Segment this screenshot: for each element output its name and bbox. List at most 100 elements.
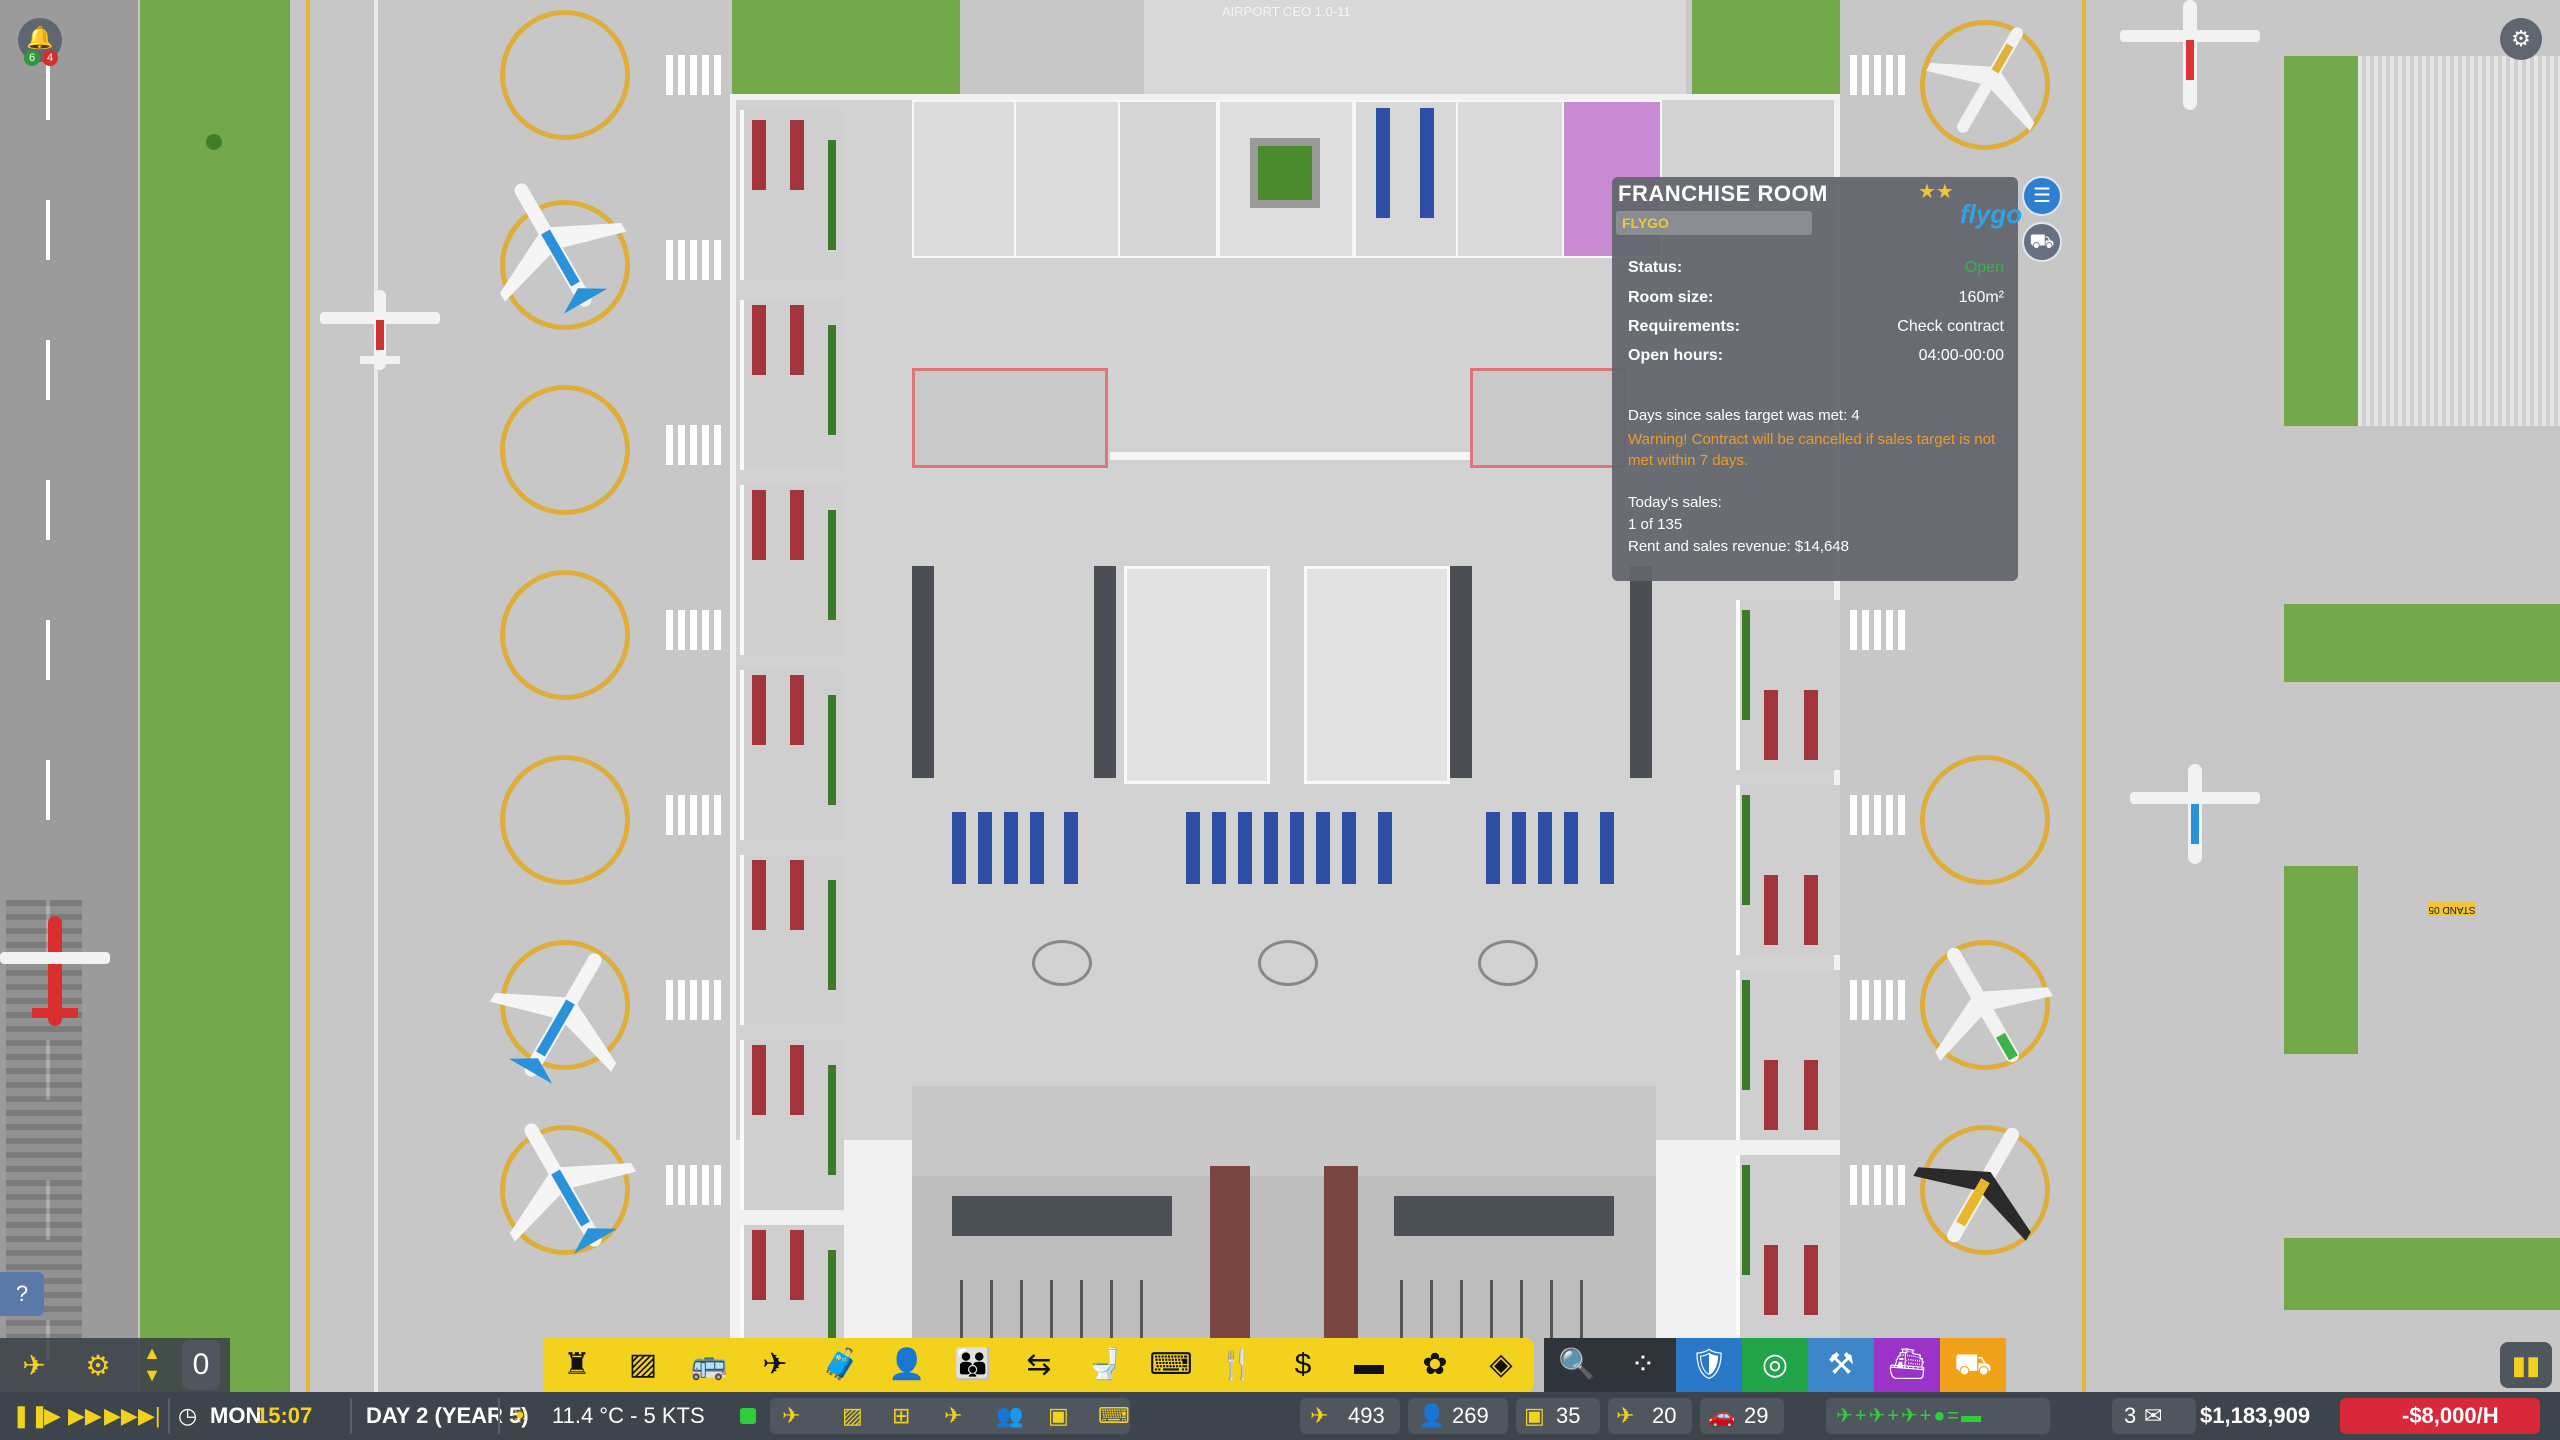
flight-icon: ✈ <box>782 1403 801 1428</box>
fountain-planter <box>1250 138 1320 208</box>
toolbar-button-maintenance[interactable]: ⚒ <box>1808 1338 1874 1392</box>
quick-people-button[interactable]: 👥 <box>996 1392 1023 1440</box>
seating <box>752 675 766 745</box>
bench <box>1004 812 1018 884</box>
status-label: Status: <box>1628 259 1683 276</box>
statistics-button[interactable]: ▮▮ <box>2500 1342 2552 1388</box>
toolbar-button-radar[interactable]: ◎ <box>1742 1338 1808 1392</box>
toolbar-button-food[interactable]: 🍴 <box>1204 1338 1270 1392</box>
aircraft-black-yellow-jet[interactable] <box>1894 1096 2072 1274</box>
runway-skid-marks <box>6 900 82 1340</box>
gear-icon: ⚙ <box>2511 26 2531 51</box>
quick-grid-button[interactable]: ⊞ <box>892 1392 910 1440</box>
quick-flight-button[interactable]: ✈ <box>782 1392 800 1440</box>
toolbar-button-cart[interactable]: ⛴ <box>1874 1338 1940 1392</box>
skip-button[interactable]: ▶| <box>138 1392 161 1440</box>
settings-button[interactable]: ⚙ <box>2500 18 2542 60</box>
toolbar-button-benches[interactable]: ▬ <box>1336 1338 1402 1392</box>
aircraft-small-prop[interactable] <box>320 290 440 370</box>
toolbar-button-structures[interactable]: ♜ <box>544 1338 610 1392</box>
toolbar-button-search[interactable]: 🔍 <box>1544 1338 1610 1392</box>
panel-bulldoze-button[interactable]: ⛟ <box>2022 222 2062 262</box>
layer-stepper[interactable]: ▲ ▼ <box>136 1342 168 1388</box>
planter-wall <box>828 510 836 620</box>
bench <box>1030 812 1044 884</box>
plant-icon: ✿ <box>1422 1348 1448 1381</box>
speed-2-button[interactable]: ▶▶ <box>68 1392 102 1440</box>
document-icon: ☰ <box>2033 185 2051 207</box>
days-since-target: Days since sales target was met: 4 <box>1628 407 1860 424</box>
planter-wall <box>1742 1165 1750 1275</box>
stand-marking <box>500 755 630 885</box>
toolbar-button-checkin[interactable]: ⌨ <box>1138 1338 1204 1392</box>
quick-airside-button[interactable]: ✈ <box>944 1392 962 1440</box>
quick-bag-button[interactable]: ▣ <box>1048 1392 1069 1440</box>
pause-button[interactable]: ❚❚ <box>12 1392 49 1440</box>
flight-count-icon: ✈ <box>1616 1403 1635 1428</box>
mail-count: 3 <box>2124 1403 2137 1428</box>
toolbar-button-vehicles[interactable]: ⛟ <box>1940 1338 2006 1392</box>
radar-icon: ◎ <box>1761 1348 1789 1381</box>
info-desk <box>1032 940 1092 986</box>
aircraft-green-jet[interactable] <box>1894 916 2072 1094</box>
aircraft-white-prop[interactable] <box>2120 0 2260 110</box>
hangar-roof <box>2358 56 2560 426</box>
checkin-island <box>1630 566 1652 778</box>
seating <box>790 305 804 375</box>
toolbar-button-family[interactable]: 👪 <box>940 1338 1006 1392</box>
aircraft-blue-prop[interactable] <box>2130 764 2260 864</box>
aircraft-blue-jet[interactable] <box>461 913 666 1118</box>
toolbar-button-airside[interactable]: ✈ <box>742 1338 808 1392</box>
mail-button[interactable]: ✉ <box>2144 1392 2162 1440</box>
toolbar-button-conveyor[interactable]: ⇆ <box>1006 1338 1072 1392</box>
hazard-stripes-icon: ▨ <box>628 1348 658 1381</box>
toolbar-button-baggage[interactable]: 🧳 <box>808 1338 874 1392</box>
help-button[interactable]: ? <box>0 1272 44 1316</box>
passenger-count-icon: 👤 <box>1418 1403 1446 1428</box>
speed-3-button[interactable]: ▶▶ <box>104 1392 138 1440</box>
taxiway-edge <box>374 0 378 1392</box>
toolbar-button-security[interactable]: 🛡 <box>1676 1338 1742 1392</box>
quick-zones-button[interactable]: ▨ <box>842 1392 863 1440</box>
status-value: Open <box>1964 259 2004 276</box>
seating <box>790 860 804 930</box>
crosswalk <box>666 55 722 95</box>
runway-centerline <box>46 60 50 1360</box>
zone-icon: ▨ <box>842 1403 863 1428</box>
money-rate: -$8,000/H <box>2402 1403 2499 1428</box>
aircraft-blue-jet[interactable] <box>461 1083 666 1288</box>
tower-icon: ♜ <box>563 1348 591 1381</box>
crosswalk <box>1850 1165 1906 1205</box>
parking-spaces <box>1400 1280 1610 1340</box>
operations-button[interactable]: ⚙ <box>78 1346 118 1386</box>
aircraft-red-prop[interactable] <box>0 916 110 1026</box>
chevron-down-icon: ▼ <box>143 1365 161 1385</box>
toolbar-button-grid[interactable]: ⁘ <box>1610 1338 1676 1392</box>
chevron-up-icon: ▲ <box>143 1343 161 1363</box>
toolbar-button-staff[interactable]: 👤 <box>874 1338 940 1392</box>
curbside-road <box>912 1086 1656 1176</box>
flight-planner-button[interactable]: ✈ <box>14 1346 54 1386</box>
aircraft-blue-jet[interactable] <box>451 143 656 348</box>
bench <box>1376 108 1390 218</box>
toolbar-button-toilet[interactable]: 🚽 <box>1072 1338 1138 1392</box>
bar-chart-icon: ▮▮ <box>2511 1350 2541 1380</box>
toolbar-button-stack[interactable]: ◈ <box>1468 1338 1534 1392</box>
toolbar-button-transit[interactable]: 🚌 <box>676 1338 742 1392</box>
gate-area <box>1736 1155 1840 1355</box>
help-label: ? <box>15 1281 29 1306</box>
stand-marking <box>500 385 630 515</box>
franchise-room-info-panel: FRANCHISE ROOM FLYGO ★★ flygo Status: Op… <box>1612 177 2022 581</box>
bell-icon: 🔔 <box>26 25 54 50</box>
shop-room <box>912 100 1020 258</box>
aircraft-white-jet[interactable] <box>1908 0 2072 162</box>
panel-details-button[interactable]: ☰ <box>2022 176 2062 216</box>
quick-desk-button[interactable]: ⌨ <box>1098 1392 1130 1440</box>
toolbar-button-decor[interactable]: ✿ <box>1402 1338 1468 1392</box>
bag-count-icon: ▣ <box>1524 1403 1545 1428</box>
toolbar-button-zones[interactable]: ▨ <box>610 1338 676 1392</box>
toolbar-button-finance[interactable]: $ <box>1270 1338 1336 1392</box>
takeoff-icon: ✈ <box>22 1350 46 1381</box>
counter-pill <box>1300 1398 1400 1434</box>
speed-1-button[interactable]: ▶ <box>44 1392 61 1440</box>
